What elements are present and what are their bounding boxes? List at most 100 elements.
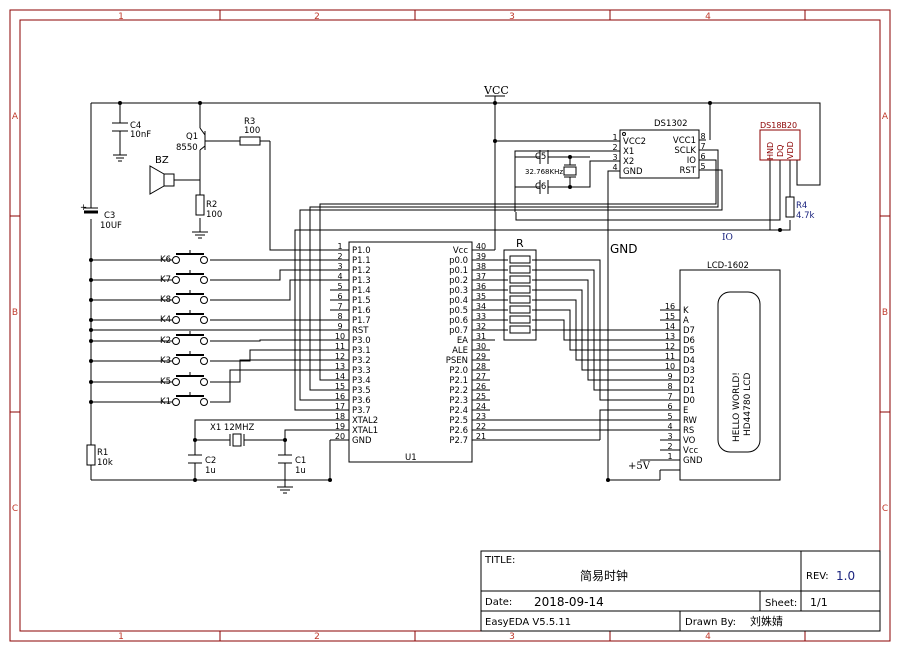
key-switch: K4 <box>160 310 208 325</box>
tool-version: EasyEDA V5.5.11 <box>485 617 571 628</box>
lcd-pin-num: 5 <box>667 412 672 421</box>
u1-pin-num: 12 <box>335 352 345 361</box>
u1-pin-name: P2.3 <box>449 396 468 406</box>
lcd-pin-num: 6 <box>667 402 672 411</box>
c3-value: 10UF <box>100 221 122 231</box>
ds1302-pin-name: SCLK <box>674 146 696 156</box>
ds1302-pin-name: GND <box>623 167 643 177</box>
u1-pin-num: 15 <box>335 382 345 391</box>
ds1302-pin-name: IO <box>687 156 697 166</box>
lcd-pin-name: D5 <box>683 346 695 356</box>
rpack-resistor <box>509 325 531 334</box>
lcd-pin-name: D6 <box>683 336 695 346</box>
u1-pin-num: 6 <box>337 292 342 301</box>
drawn-by-value: 刘姝婧 <box>750 614 783 628</box>
ds1302-pin-num: 6 <box>700 152 705 161</box>
ds1302-pin-num: 7 <box>700 142 705 151</box>
lcd-pin-num: 3 <box>667 432 672 441</box>
c4-value: 10nF <box>130 130 151 140</box>
u1-pin-num: 37 <box>476 272 486 281</box>
frame-row-c-right: C <box>882 504 888 514</box>
ds1302-pin-num: 4 <box>612 163 617 172</box>
u1-pin-name: P2.0 <box>449 366 468 376</box>
ds1302-pin-name: X1 <box>623 147 634 157</box>
u1-pin-name: PSEN <box>446 356 468 366</box>
key-label: K6 <box>160 255 171 265</box>
u1-pin-name: P1.6 <box>352 306 371 316</box>
u1-pin-num: 25 <box>476 392 486 401</box>
resistor-pack-r: R <box>503 237 537 341</box>
u1-pin-name: p0.4 <box>449 296 468 306</box>
u1-pin-name: P3.7 <box>352 406 371 416</box>
frame-col-2-bottom: 2 <box>314 632 320 642</box>
key-switch: K7 <box>160 270 208 285</box>
u1-pin-num: 32 <box>476 322 486 331</box>
r4-ref: R4 <box>796 201 807 211</box>
u1-pin-name: P2.6 <box>449 426 468 436</box>
frame-row-a-right: A <box>882 112 889 122</box>
sheet-value: 1/1 <box>810 596 828 609</box>
capacitor-c3: + C3 10UF <box>80 203 122 231</box>
lcd-pin-num: 2 <box>667 442 672 451</box>
u1-pin-name: P1.5 <box>352 296 371 306</box>
u1-pin-name: P1.4 <box>352 286 371 296</box>
u1-pin-num: 28 <box>476 362 486 371</box>
lcd-pin-num: 8 <box>667 382 672 391</box>
u1-pin-name: P2.4 <box>449 406 468 416</box>
u1-pin-name: p0.3 <box>449 286 468 296</box>
lcd-pin-num: 12 <box>665 342 675 351</box>
rpack-resistor <box>509 255 531 264</box>
u1-pin-num: 16 <box>335 392 345 401</box>
u1-pin-num: 20 <box>335 432 345 441</box>
rpack-ref: R <box>516 237 524 250</box>
rpack-resistor <box>509 295 531 304</box>
ds18b20-pin-hnd: HND <box>766 142 775 160</box>
u1-pin-name: P2.5 <box>449 416 468 426</box>
u1-pin-name: P2.1 <box>449 376 468 386</box>
u1-pin-name: p0.1 <box>449 266 468 276</box>
key-label: K8 <box>160 295 171 305</box>
frame-col-3-top: 3 <box>509 12 515 22</box>
sheet-label: Sheet: <box>765 598 797 609</box>
resistor-r3: R3 100 <box>239 117 261 146</box>
r2-ref: R2 <box>206 200 217 210</box>
frame-col-2-top: 2 <box>314 12 320 22</box>
key-switch: K1 <box>160 392 208 407</box>
lcd-pin-name: K <box>683 306 689 316</box>
u1-pin-num: 11 <box>335 342 345 351</box>
u1-pin-num: 40 <box>476 242 486 251</box>
net-label-vcc: VCC <box>483 84 509 97</box>
u1-pin-num: 36 <box>476 282 486 291</box>
u1-pin-name: P3.1 <box>352 346 371 356</box>
lcd-line1: HELLO WORLD! <box>732 372 742 442</box>
q1-value: 8550 <box>176 143 198 153</box>
u1-pin-num: 38 <box>476 262 486 271</box>
lcd-pin-num: 15 <box>665 312 675 321</box>
rtc-crystal: 32.768KHz <box>525 164 577 178</box>
rpack-resistor <box>509 315 531 324</box>
capacitor-c6: C6 <box>535 180 549 194</box>
drawing-frame: 1 2 3 4 1 2 3 4 A B C A B C <box>9 9 891 642</box>
u1-pin-num: 4 <box>337 272 342 281</box>
lcd-pin-num: 13 <box>665 332 675 341</box>
u1-pin-name: EA <box>457 336 468 346</box>
u1-ref: U1 <box>405 453 417 463</box>
resistor-r1: R1 10k <box>86 444 113 468</box>
q1-ref: Q1 <box>186 132 198 142</box>
junctions <box>89 101 782 482</box>
u1-pin-name: XTAL1 <box>352 426 378 436</box>
lcd-pin-name: D3 <box>683 366 695 376</box>
lcd-pin-num: 7 <box>667 392 672 401</box>
lcd-pin-num: 14 <box>665 322 675 331</box>
key-switch: K5 <box>160 372 208 387</box>
frame-col-4-bottom: 4 <box>705 632 711 642</box>
lcd-pin-num: 9 <box>667 372 672 381</box>
ds18b20-pin-vdd: VDD <box>786 141 795 159</box>
ds1302-ref: DS1302 <box>654 119 688 129</box>
r3-ref: R3 <box>244 117 255 127</box>
u1-pin-name: P2.2 <box>449 386 468 396</box>
date-value: 2018-09-14 <box>534 595 604 609</box>
u1-pin-name: P3.5 <box>352 386 371 396</box>
frame-row-b-left: B <box>12 308 18 318</box>
